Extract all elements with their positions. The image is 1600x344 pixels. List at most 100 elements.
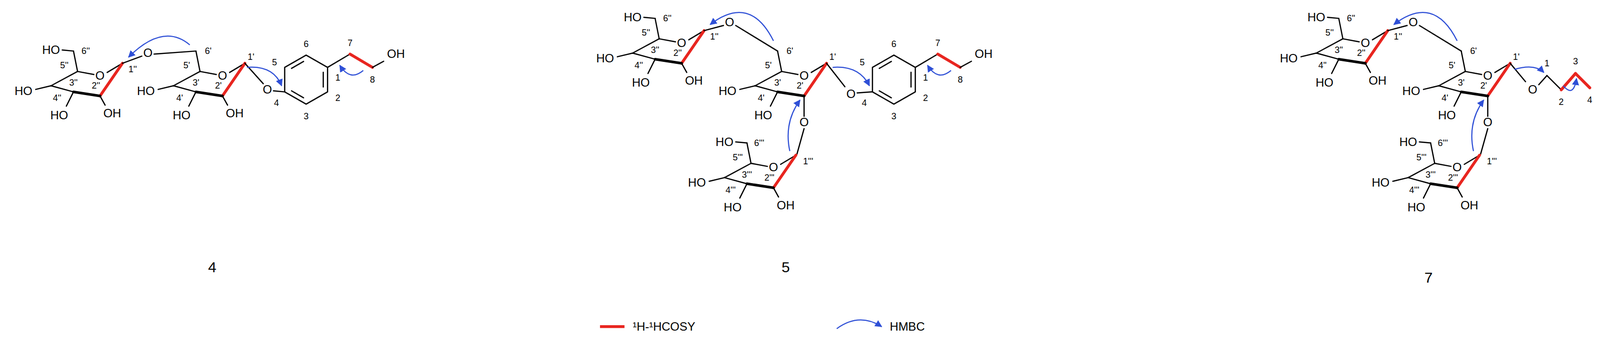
position-number: 2''' [1448, 173, 1459, 183]
bond [1509, 63, 1526, 82]
position-number: 3'' [1334, 45, 1343, 55]
glucose-ring [158, 50, 245, 106]
position-number: 4''' [1409, 185, 1419, 195]
legend-label: ¹H-¹HCOSY [632, 320, 696, 333]
bond [1365, 63, 1371, 73]
atom-label: HO [754, 109, 773, 122]
bond [244, 63, 264, 84]
atom-label: O [1408, 16, 1418, 29]
atom-label: O [1483, 69, 1493, 82]
position-number: 2 [922, 93, 928, 103]
atom-label: O [799, 116, 809, 129]
position-number: 5''' [732, 152, 743, 162]
bond [960, 61, 972, 68]
bond [327, 53, 350, 68]
atom-label: HO [14, 85, 33, 97]
bond [1419, 25, 1462, 52]
compound-7-hmbc [1393, 12, 1577, 151]
atom-label: HO [42, 44, 60, 56]
position-number: 7 [935, 38, 941, 48]
compound-5-structure [617, 17, 972, 198]
position-number: 6''' [754, 138, 765, 148]
glucose-ring [1423, 50, 1510, 106]
atom-label: O [769, 161, 779, 174]
atom-label: O [677, 37, 687, 49]
atom-label: O [846, 88, 856, 100]
atom-label: O [1360, 37, 1371, 49]
legend-line-sample [599, 324, 625, 328]
position-number: 7 [347, 38, 353, 48]
position-number: 2''' [764, 173, 775, 183]
position-number: 4' [1441, 93, 1449, 103]
bond [1480, 128, 1488, 155]
position-number: 3'' [650, 45, 660, 55]
atom-label: O [799, 69, 809, 82]
compound-number: 7 [1424, 270, 1433, 285]
atom-label: HO [623, 11, 642, 24]
atom-label: HO [715, 136, 734, 148]
atom-label: HO [1315, 76, 1334, 89]
cosy-bond [1575, 73, 1590, 88]
legend-label: HMBC [889, 320, 925, 333]
glucose-ring [709, 142, 796, 198]
compound-4-hmbc [128, 36, 364, 86]
position-number: 6 [303, 39, 309, 49]
atom-label: OH [777, 199, 795, 212]
cosy-bond [1561, 73, 1576, 90]
position-number: 4 [861, 98, 867, 108]
position-number: 3''' [741, 170, 752, 180]
position-number: 4'' [1318, 60, 1327, 70]
atom-label: HO [1371, 176, 1390, 189]
position-number: 2'' [673, 48, 682, 58]
compound-number: 5 [781, 259, 790, 275]
position-number: 6' [204, 46, 212, 56]
bond [915, 53, 938, 68]
position-number: 6 [891, 39, 897, 49]
position-number: 5' [1448, 60, 1456, 70]
hmbc-arrow [128, 36, 190, 58]
position-number: 6''' [1437, 138, 1448, 148]
position-number: 6'' [81, 46, 91, 56]
hmbc-arrow [927, 65, 951, 76]
position-number: 5 [859, 57, 865, 67]
position-number: 3 [1572, 56, 1578, 66]
position-number: 2' [215, 81, 222, 91]
bond [372, 61, 384, 68]
position-number: 1''' [1486, 156, 1497, 166]
hmbc-arrow [1514, 66, 1545, 73]
position-number: 4' [176, 93, 183, 103]
hmbc-arrow [710, 12, 774, 41]
position-number: 1 [1544, 58, 1550, 68]
position-number: 2'' [1357, 48, 1366, 58]
position-number: 3 [891, 111, 897, 121]
atom-label: HO [1402, 85, 1420, 97]
atom-label: HO [1399, 136, 1418, 148]
position-number: 5'' [1325, 28, 1334, 38]
bond [99, 95, 105, 106]
position-number: 1'' [128, 64, 138, 74]
glucose-ring [1301, 18, 1388, 74]
position-number: 2 [1558, 97, 1564, 107]
atom-label: HO [718, 85, 737, 97]
position-number: 4 [1587, 95, 1593, 105]
atom-label: HO [1438, 109, 1457, 122]
compound-number: 4 [208, 259, 217, 275]
glucose-ring [1392, 142, 1480, 198]
position-number: 1'' [1393, 32, 1403, 42]
atom-label: HO [723, 201, 742, 214]
position-number: 6'' [1346, 13, 1356, 23]
position-number: 6' [1469, 46, 1477, 56]
bond [704, 25, 724, 31]
position-number: 4 [274, 98, 279, 108]
position-number: 5''' [1416, 152, 1427, 162]
bond [1327, 17, 1339, 19]
glucose-ring [617, 18, 704, 74]
benzene-ring [872, 54, 916, 104]
atom-label: HO [137, 85, 155, 97]
bond [1487, 95, 1489, 117]
atom-label: OH [1460, 199, 1479, 212]
compound-5-hmbc [710, 12, 952, 151]
compound-7-structure [1301, 17, 1591, 198]
atom-label: OH [103, 107, 122, 120]
